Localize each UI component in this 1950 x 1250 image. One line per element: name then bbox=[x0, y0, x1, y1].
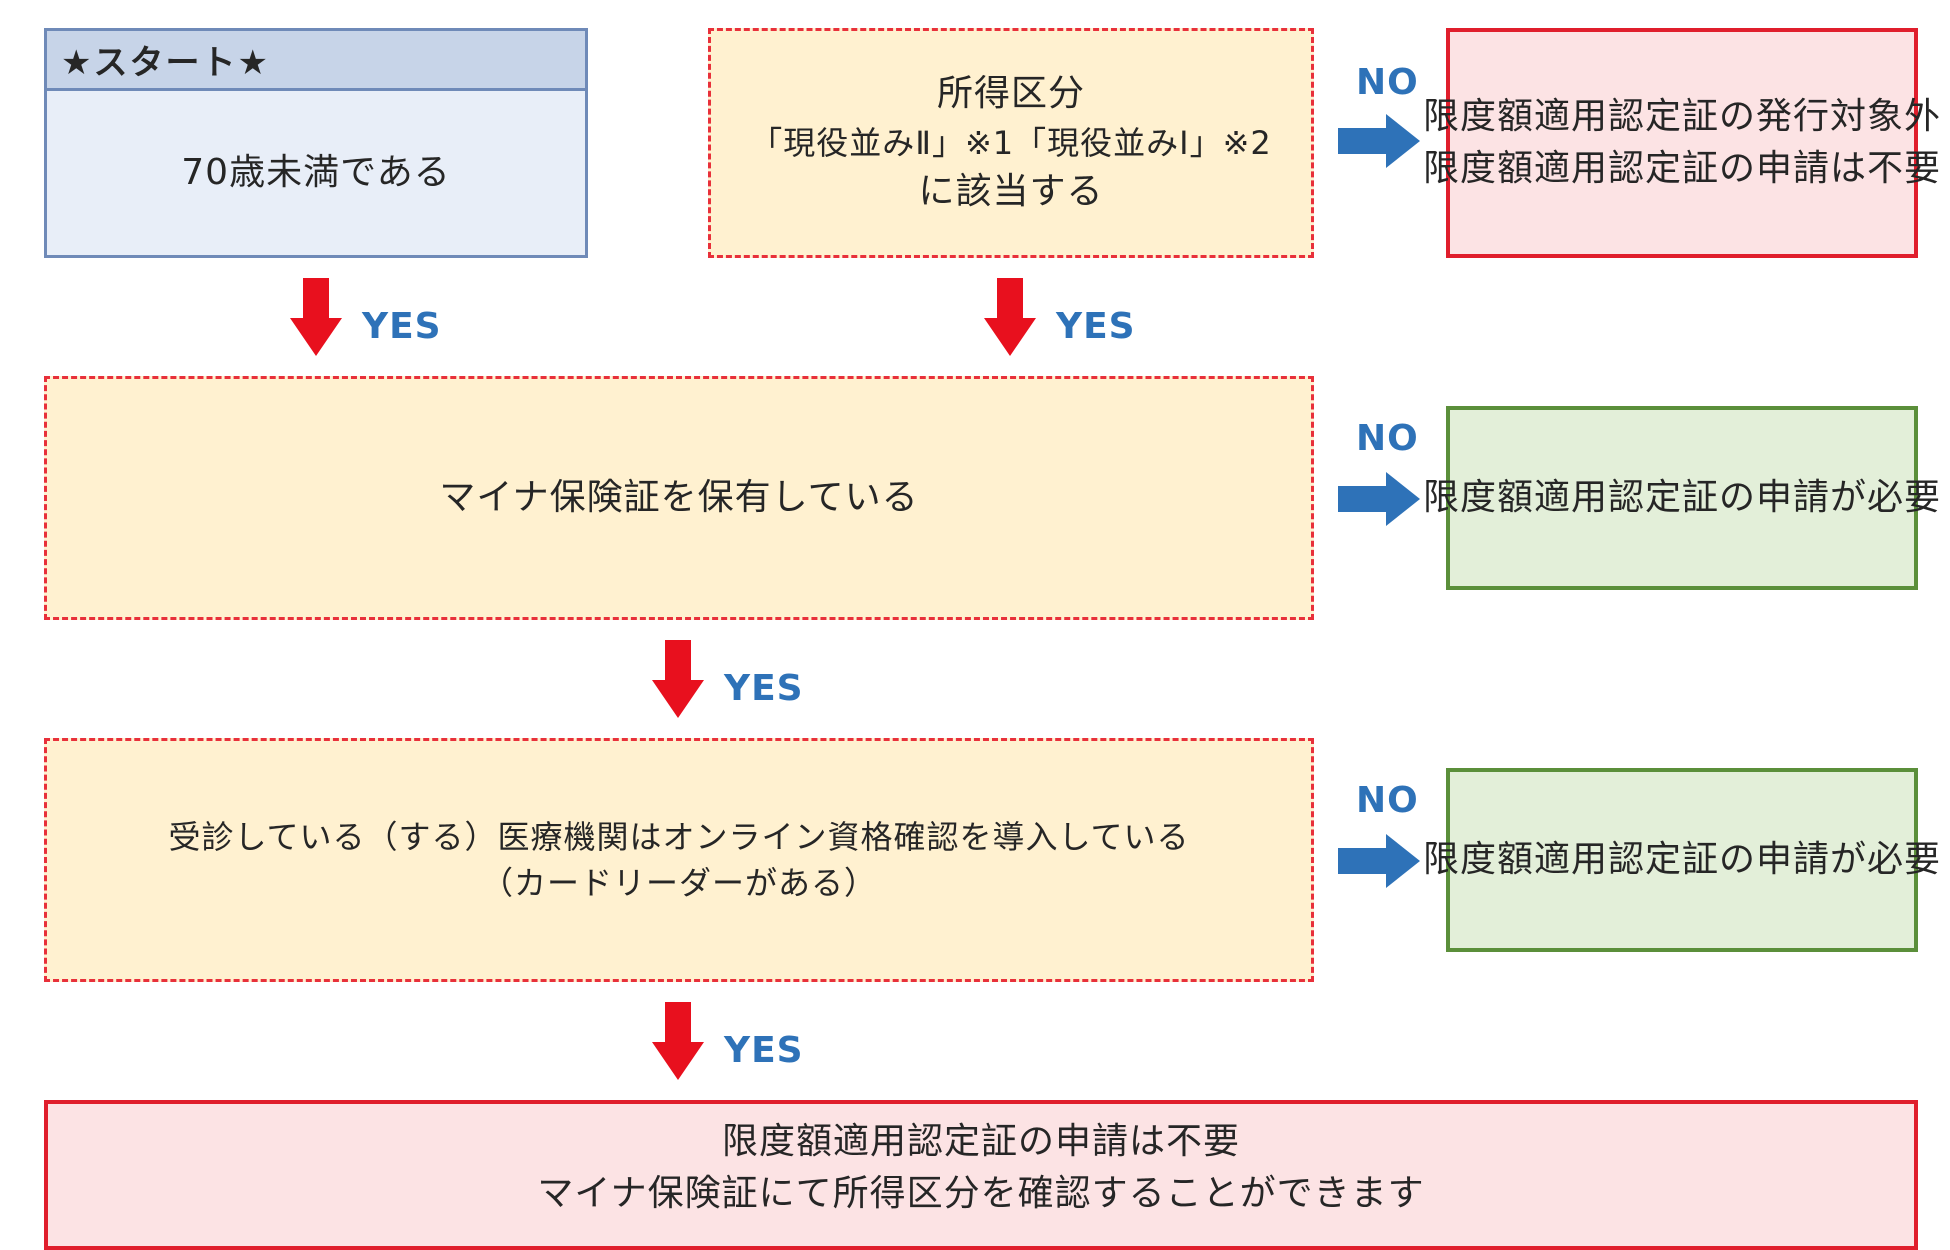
right-arrow-icon bbox=[1338, 472, 1420, 526]
start-condition: 70歳未満である bbox=[181, 151, 451, 193]
no-label-3: NO bbox=[1356, 780, 1419, 821]
income-category-box: 所得区分 「現役並みⅡ」※1「現役並みⅠ」※2 に該当する bbox=[708, 28, 1314, 258]
outcome-application-required-box-2: 限度額適用認定証の申請が必要 bbox=[1423, 768, 1940, 952]
clinic-online-verification-box: 受診している（する）医療機関はオンライン資格確認を導入している （カードリーダー… bbox=[44, 738, 1314, 982]
start-header: ★スタート★ bbox=[47, 31, 585, 91]
down-arrow-icon bbox=[652, 1002, 704, 1080]
yes-label-2: YES bbox=[1056, 306, 1136, 347]
clinic-note: （カードリーダーがある） bbox=[480, 864, 877, 902]
yes-label-3: YES bbox=[724, 668, 804, 709]
start-box: ★スタート★ 70歳未満である bbox=[44, 28, 588, 258]
final-result-box: 限度額適用認定証の申請は不要 マイナ保険証にて所得区分を確認することができます bbox=[44, 1100, 1918, 1250]
yes-label-4: YES bbox=[724, 1030, 804, 1071]
no-label-2: NO bbox=[1356, 418, 1419, 459]
income-condition: に該当する bbox=[918, 171, 1104, 213]
yes-label-1: YES bbox=[362, 306, 442, 347]
outcome-2-text: 限度額適用認定証の申請が必要 bbox=[1423, 476, 1942, 518]
final-line-1: 限度額適用認定証の申請は不要 bbox=[721, 1121, 1240, 1162]
right-arrow-icon bbox=[1338, 834, 1420, 888]
down-arrow-icon bbox=[652, 640, 704, 718]
no-label-1: NO bbox=[1356, 62, 1419, 103]
down-arrow-icon bbox=[984, 278, 1036, 356]
outcome-not-eligible-box: 限度額適用認定証の発行対象外 限度額適用認定証の申請は不要 bbox=[1423, 28, 1940, 258]
income-categories: 「現役並みⅡ」※1「現役並みⅠ」※2 bbox=[750, 123, 1272, 162]
outcome-1-line-1: 限度額適用認定証の発行対象外 bbox=[1423, 95, 1942, 137]
outcome-application-required-box: 限度額適用認定証の申請が必要 bbox=[1423, 406, 1940, 590]
myna-card-box: マイナ保険証を保有している bbox=[44, 376, 1314, 620]
outcome-3-text: 限度額適用認定証の申請が必要 bbox=[1423, 838, 1942, 880]
clinic-condition: 受診している（する）医療機関はオンライン資格確認を導入している bbox=[168, 817, 1190, 856]
final-line-2: マイナ保険証にて所得区分を確認することができます bbox=[537, 1173, 1425, 1215]
right-arrow-icon bbox=[1338, 114, 1420, 168]
myna-condition: マイナ保険証を保有している bbox=[439, 476, 919, 518]
income-title: 所得区分 bbox=[936, 72, 1085, 114]
outcome-1-line-2: 限度額適用認定証の申請は不要 bbox=[1423, 148, 1942, 189]
down-arrow-icon bbox=[290, 278, 342, 356]
